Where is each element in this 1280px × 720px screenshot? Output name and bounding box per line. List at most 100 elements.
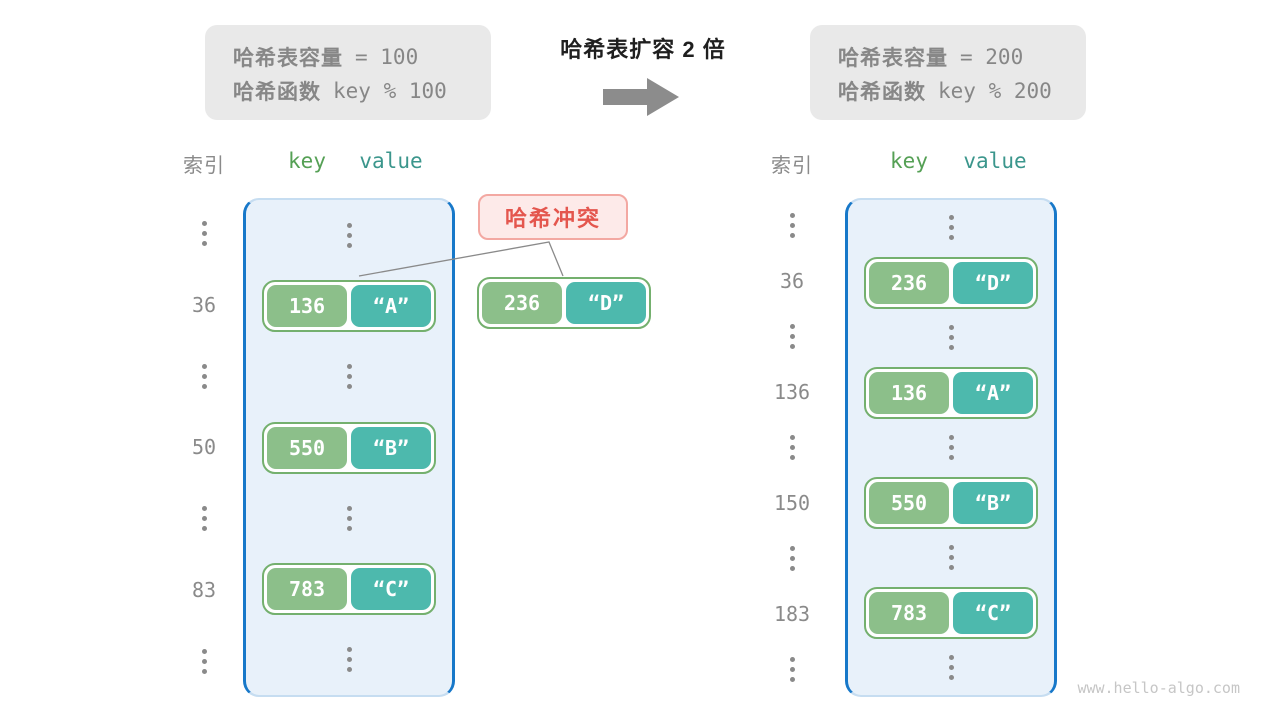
colliding-key-value-pair: 236 “D” xyxy=(477,277,651,329)
value-box: “B” xyxy=(351,426,431,469)
bucket-row: 783 “C” xyxy=(848,585,1054,640)
ellipsis-icon xyxy=(789,432,795,463)
key-value-pair: 550 “B” xyxy=(262,421,436,474)
index-ellipsis xyxy=(170,483,238,554)
bucket-ellipsis xyxy=(848,310,1054,365)
key-value-pair: 136 “A” xyxy=(864,366,1038,419)
bucket-ellipsis xyxy=(848,420,1054,475)
key-value-pair: 236 “D” xyxy=(864,256,1038,309)
ellipsis-icon xyxy=(201,503,207,534)
right-index-header: 索引 xyxy=(771,155,813,177)
index-cell: 150 xyxy=(773,490,811,515)
ellipsis-icon xyxy=(789,210,795,241)
value-box: “B” xyxy=(953,481,1033,524)
ellipsis-icon xyxy=(201,218,207,249)
key-box: 136 xyxy=(869,371,949,414)
capacity-value: = 200 xyxy=(960,45,1024,69)
key-box: 136 xyxy=(267,285,347,328)
hash-table-before: 136 “A” 550 “B” 783 “C” xyxy=(243,198,455,697)
left-index-header: 索引 xyxy=(183,155,225,177)
ellipsis-icon xyxy=(201,361,207,392)
hash-table-after: 236 “D” 136 “A” 550 “B” 783 “C” xyxy=(845,198,1057,697)
bucket-row: 136 “A” xyxy=(246,271,452,342)
hash-function-label: 哈希函数 xyxy=(233,81,321,104)
ellipsis-icon xyxy=(789,654,795,685)
ellipsis-icon xyxy=(346,644,352,675)
watermark: www.hello-algo.com xyxy=(1077,679,1240,697)
key-box: 783 xyxy=(267,567,347,610)
left-index-column: 36 50 83 xyxy=(170,198,238,697)
index-cell: 36 xyxy=(191,292,217,317)
right-arrow-icon xyxy=(603,78,679,116)
ellipsis-icon xyxy=(201,646,207,677)
index-ellipsis xyxy=(170,626,238,697)
key-value-pair: 783 “C” xyxy=(864,586,1038,639)
capacity-line: 哈希表容量 = 200 xyxy=(838,40,1086,74)
hash-function-value: key % 200 xyxy=(938,79,1052,103)
ellipsis-icon xyxy=(948,322,954,353)
value-box: “C” xyxy=(953,591,1033,634)
index-ellipsis xyxy=(758,531,826,586)
hash-function-label: 哈希函数 xyxy=(838,81,926,104)
ellipsis-icon xyxy=(948,542,954,573)
bucket-ellipsis xyxy=(246,200,452,271)
capacity-box-after: 哈希表容量 = 200 哈希函数 key % 200 xyxy=(810,25,1086,120)
value-box: “D” xyxy=(953,261,1033,304)
bucket-ellipsis xyxy=(246,624,452,695)
right-value-header: value xyxy=(963,149,1027,173)
capacity-line: 哈希表容量 = 100 xyxy=(233,40,491,74)
index-cell: 83 xyxy=(191,578,217,603)
value-box: “A” xyxy=(351,285,431,328)
index-ellipsis xyxy=(170,198,238,269)
ellipsis-icon xyxy=(789,543,795,574)
bucket-ellipsis xyxy=(848,530,1054,585)
capacity-label: 哈希表容量 xyxy=(233,47,343,70)
index-cell: 36 xyxy=(779,269,805,294)
bucket-ellipsis xyxy=(246,341,452,412)
ellipsis-icon xyxy=(346,503,352,534)
key-box: 550 xyxy=(869,481,949,524)
hash-function-value: key % 100 xyxy=(333,79,447,103)
key-value-pair: 783 “C” xyxy=(262,562,436,615)
right-key-header: key xyxy=(890,149,928,173)
index-cell: 136 xyxy=(773,380,811,405)
value-box: “A” xyxy=(953,371,1033,414)
bucket-ellipsis xyxy=(848,640,1054,695)
bucket-row: 236 “D” xyxy=(848,255,1054,310)
key-box: 550 xyxy=(267,426,347,469)
left-value-header: value xyxy=(359,149,423,173)
bucket-row: 136 “A” xyxy=(848,365,1054,420)
index-ellipsis xyxy=(758,309,826,364)
key-box: 236 xyxy=(482,282,562,324)
index-ellipsis xyxy=(758,198,826,253)
hash-function-line: 哈希函数 key % 200 xyxy=(838,74,1086,108)
ellipsis-icon xyxy=(346,362,352,393)
key-value-pair: 550 “B” xyxy=(864,476,1038,529)
bucket-row: 550 “B” xyxy=(246,412,452,483)
capacity-label: 哈希表容量 xyxy=(838,47,948,70)
index-cell: 50 xyxy=(191,435,217,460)
ellipsis-icon xyxy=(948,212,954,243)
left-key-header: key xyxy=(288,149,326,173)
right-index-column: 36 136 150 183 xyxy=(758,198,826,697)
bucket-row: 550 “B” xyxy=(848,475,1054,530)
bucket-ellipsis xyxy=(848,200,1054,255)
capacity-value: = 100 xyxy=(355,45,419,69)
value-box: “D” xyxy=(566,282,646,324)
bucket-row: 783 “C” xyxy=(246,554,452,625)
key-value-pair: 136 “A” xyxy=(262,280,436,333)
key-box: 236 xyxy=(869,261,949,304)
index-cell: 183 xyxy=(773,601,811,626)
hash-collision-badge: 哈希冲突 xyxy=(478,194,628,240)
value-box: “C” xyxy=(351,567,431,610)
ellipsis-icon xyxy=(346,220,352,251)
hash-function-line: 哈希函数 key % 100 xyxy=(233,74,491,108)
ellipsis-icon xyxy=(948,652,954,683)
ellipsis-icon xyxy=(789,321,795,352)
key-box: 783 xyxy=(869,591,949,634)
expansion-title: 哈希表扩容 2 倍 xyxy=(560,37,726,62)
bucket-ellipsis xyxy=(246,483,452,554)
ellipsis-icon xyxy=(948,432,954,463)
index-ellipsis xyxy=(758,642,826,697)
